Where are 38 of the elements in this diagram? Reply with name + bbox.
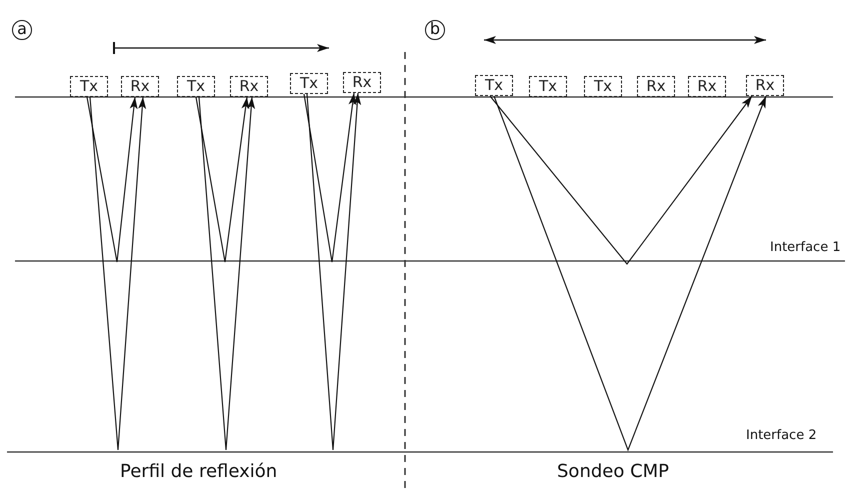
antenna-label: Tx: [186, 79, 206, 94]
antenna-box: [121, 76, 159, 97]
antenna-label: Rx: [646, 79, 666, 94]
ray-path: [490, 96, 752, 265]
antenna-label: Rx: [697, 79, 717, 94]
antenna-label: Rx: [755, 78, 775, 93]
panel-caption: Perfil de reflexión: [120, 463, 278, 481]
ray-path: [493, 96, 767, 452]
antenna-box: [529, 76, 567, 97]
interface-label: Interface 2: [746, 429, 817, 442]
antenna-box: [475, 75, 513, 96]
antenna-label: Rx: [352, 75, 372, 90]
ray-path: [303, 92, 356, 263]
antenna-box: [177, 76, 215, 97]
ray-path: [306, 92, 362, 451]
antenna-box: [584, 76, 622, 97]
ray-path: [195, 96, 250, 263]
antenna-label: Tx: [594, 79, 612, 94]
ray-path: [89, 96, 146, 451]
antenna-box: [688, 76, 726, 97]
antenna-box: [70, 76, 108, 97]
antenna-box: [230, 76, 268, 97]
panel-letter: b: [425, 20, 445, 40]
antenna-label: Rx: [130, 79, 150, 94]
antenna-label: Tx: [538, 79, 558, 94]
interface-label: Interface 1: [770, 241, 841, 254]
antenna-box: [343, 72, 381, 93]
antenna-label: Rx: [239, 79, 259, 94]
ray-path: [198, 96, 256, 451]
panel-caption: Sondeo CMP: [557, 463, 670, 481]
antenna-box: [290, 73, 328, 94]
antenna-box: [746, 75, 784, 96]
antenna-label: Tx: [80, 79, 98, 94]
antenna-label: Tx: [300, 76, 318, 91]
antenna-box: [637, 76, 675, 97]
antenna-label: Tx: [484, 78, 504, 93]
ray-path: [86, 96, 138, 263]
panel-letter: a: [12, 20, 32, 40]
